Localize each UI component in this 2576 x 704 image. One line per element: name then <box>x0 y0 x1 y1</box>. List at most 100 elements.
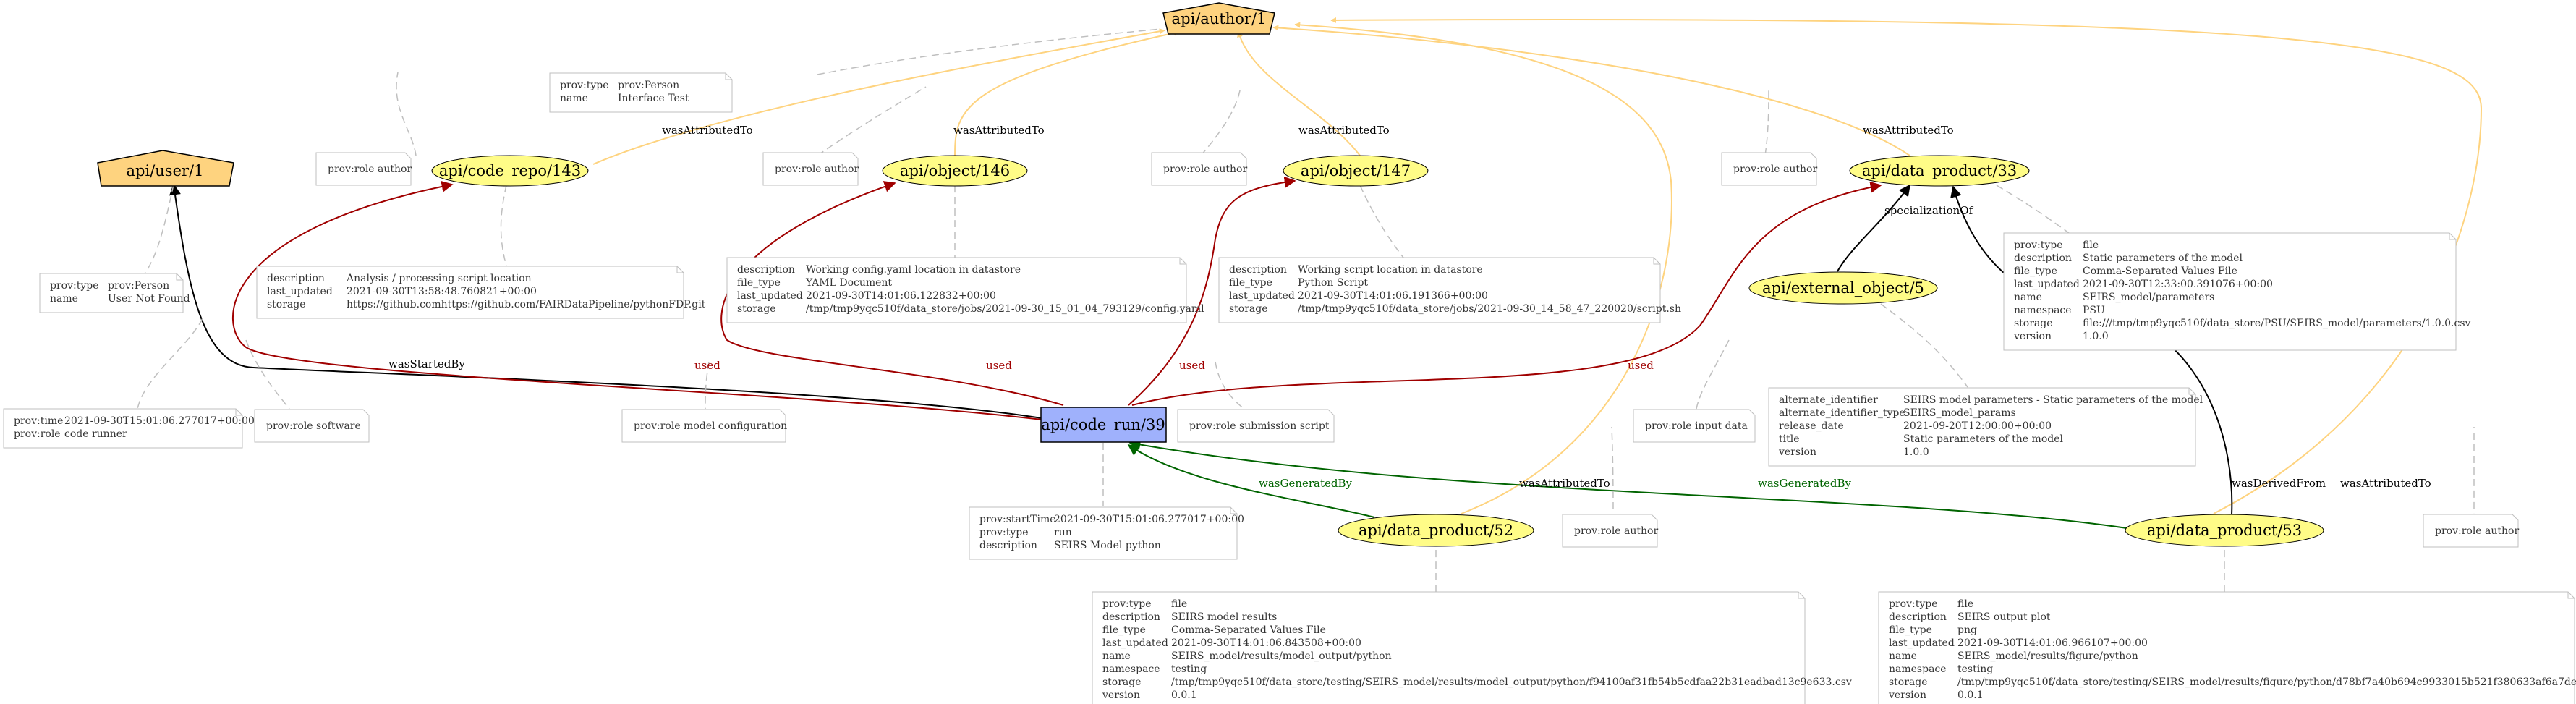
conn-author-role-a <box>396 72 417 156</box>
note-fold <box>725 73 732 80</box>
edge-labels: wasAttributedTo wasAttributedTo wasAttri… <box>388 124 2431 490</box>
note-text: prov:role model configuration <box>634 420 787 432</box>
note-box <box>1218 257 1661 323</box>
edge-label-specialization: specializationOf <box>1884 204 1974 217</box>
note-fold <box>1798 592 1805 599</box>
note-fold <box>2567 592 2575 599</box>
edge-label-attributed-dp33: wasAttributedTo <box>1863 124 1954 137</box>
note-role-author-a: prov:role author <box>315 152 412 186</box>
note-value: 2021-09-30T14:01:06.843508+00:00 <box>1171 637 1361 649</box>
note-value: 1.0.0 <box>1903 446 1929 458</box>
entity-ellipse <box>1338 514 1534 547</box>
note-key: namespace <box>1889 663 1947 675</box>
note-key: file_type <box>1102 624 1146 636</box>
note-key: storage <box>2014 318 2053 329</box>
node-user-1[interactable]: api/user/1 <box>97 150 234 187</box>
note-box <box>3 408 243 449</box>
note-key: alternate_identifier_type <box>1779 407 1905 419</box>
edge-label-attributed-dp52: wasAttributedTo <box>1519 477 1610 490</box>
note-role-author-c: prov:role author <box>1151 152 1247 186</box>
note-key: namespace <box>1102 663 1160 675</box>
note-value: prov:Person <box>618 80 679 91</box>
node-label: api/data_product/33 <box>1862 162 2017 179</box>
agent-house-shape <box>1162 2 1275 35</box>
note-value: /tmp/tmp9yqc510f/data_store/testing/SEIR… <box>1957 677 2576 688</box>
node-external-object-5[interactable]: api/external_object/5 <box>1748 271 1938 305</box>
note-key: name <box>1102 650 1131 662</box>
note-value: SEIRS_model/parameters <box>2083 292 2214 303</box>
note-key: storage <box>1889 677 1928 688</box>
note-text: prov:role author <box>328 164 412 175</box>
note-role-input-data: prov:role input data <box>1633 409 1756 443</box>
note-key: prov:type <box>1102 598 1152 610</box>
node-object-146[interactable]: api/object/146 <box>882 155 1028 187</box>
note-value: https://github.comhttps://github.com/FAI… <box>347 299 706 310</box>
note-value: SEIRS model results <box>1171 611 1277 623</box>
edge-label-used-dp33: used <box>1628 359 1654 372</box>
conn-author-role-e <box>1611 426 1614 522</box>
conn-author-role-b <box>817 86 927 156</box>
note-key: prov:time <box>14 415 63 427</box>
node-label: api/object/146 <box>900 162 1010 179</box>
note-text: prov:role author <box>2435 525 2519 537</box>
edge-object147-attributed <box>1237 31 1361 156</box>
node-code-run-39[interactable]: api/code_run/39 <box>1040 407 1167 443</box>
note-value: 2021-09-30T12:33:00.391076+00:00 <box>2083 279 2273 290</box>
note-key: storage <box>1102 677 1142 688</box>
note-key: name <box>50 293 78 305</box>
node-data-product-33[interactable]: api/data_product/33 <box>1849 155 2030 187</box>
node-author-1[interactable]: api/author/1 <box>1162 2 1275 35</box>
note-key: prov:type <box>979 527 1029 538</box>
edge-dp53-attributed <box>1330 17 2483 514</box>
edge-dp52-attributed <box>1294 22 1672 514</box>
note-text: prov:role author <box>775 164 859 175</box>
note-value: prov:Person <box>108 280 169 292</box>
agent-house-shape <box>97 150 234 187</box>
note-value: file <box>1171 598 1187 610</box>
node-data-product-53[interactable]: api/data_product/53 <box>2125 514 2324 547</box>
node-code-repo-143[interactable]: api/code_repo/143 <box>431 155 589 187</box>
edge-label-attributed-dp53: wasAttributedTo <box>2340 477 2431 490</box>
edge-label-started-by: wasStartedBy <box>388 357 465 370</box>
edge-generated-by-dp52 <box>1127 444 1375 518</box>
edge-label-attributed-repo: wasAttributedTo <box>662 124 753 137</box>
note-key: description <box>2014 253 2072 264</box>
entity-ellipse <box>1748 271 1938 305</box>
note-key: name <box>1889 650 1917 662</box>
edge-object146-attributed <box>954 30 1180 156</box>
note-key: last_updated <box>737 290 803 302</box>
note-value: /tmp/tmp9yqc510f/data_store/jobs/2021-09… <box>1298 303 1681 315</box>
note-fold <box>1653 258 1660 265</box>
note-value: 2021-09-30T14:01:06.122832+00:00 <box>806 290 996 302</box>
conn-software-note <box>245 339 290 410</box>
note-value: Comma-Separated Values File <box>1171 624 1326 636</box>
note-key: file_type <box>2014 266 2057 277</box>
note-text: prov:role author <box>1163 164 1247 175</box>
note-key: version <box>2013 331 2052 342</box>
note-value: 2021-09-30T14:01:06.966107+00:00 <box>1957 637 2148 649</box>
conn-start-note <box>137 318 203 410</box>
note-value: Working script location in datastore <box>1298 264 1483 276</box>
note-fold <box>1179 258 1186 265</box>
node-label: api/user/1 <box>127 162 204 179</box>
note-key: prov:type <box>2014 239 2063 251</box>
note-value: Interface Test <box>618 93 689 104</box>
note-fold <box>2188 388 2195 395</box>
note-key: name <box>2014 292 2042 303</box>
note-box <box>256 266 684 319</box>
note-box <box>1878 591 2575 704</box>
edge-label-used-obj146: used <box>986 359 1012 372</box>
note-key: file_type <box>1889 624 1932 636</box>
conn-inputdata-note <box>1696 339 1730 410</box>
node-object-147[interactable]: api/object/147 <box>1283 155 1429 187</box>
note-value: SEIRS model parameters - Static paramete… <box>1903 394 2203 406</box>
edge-started-by <box>169 183 1042 419</box>
node-data-product-52[interactable]: api/data_product/52 <box>1338 514 1534 547</box>
